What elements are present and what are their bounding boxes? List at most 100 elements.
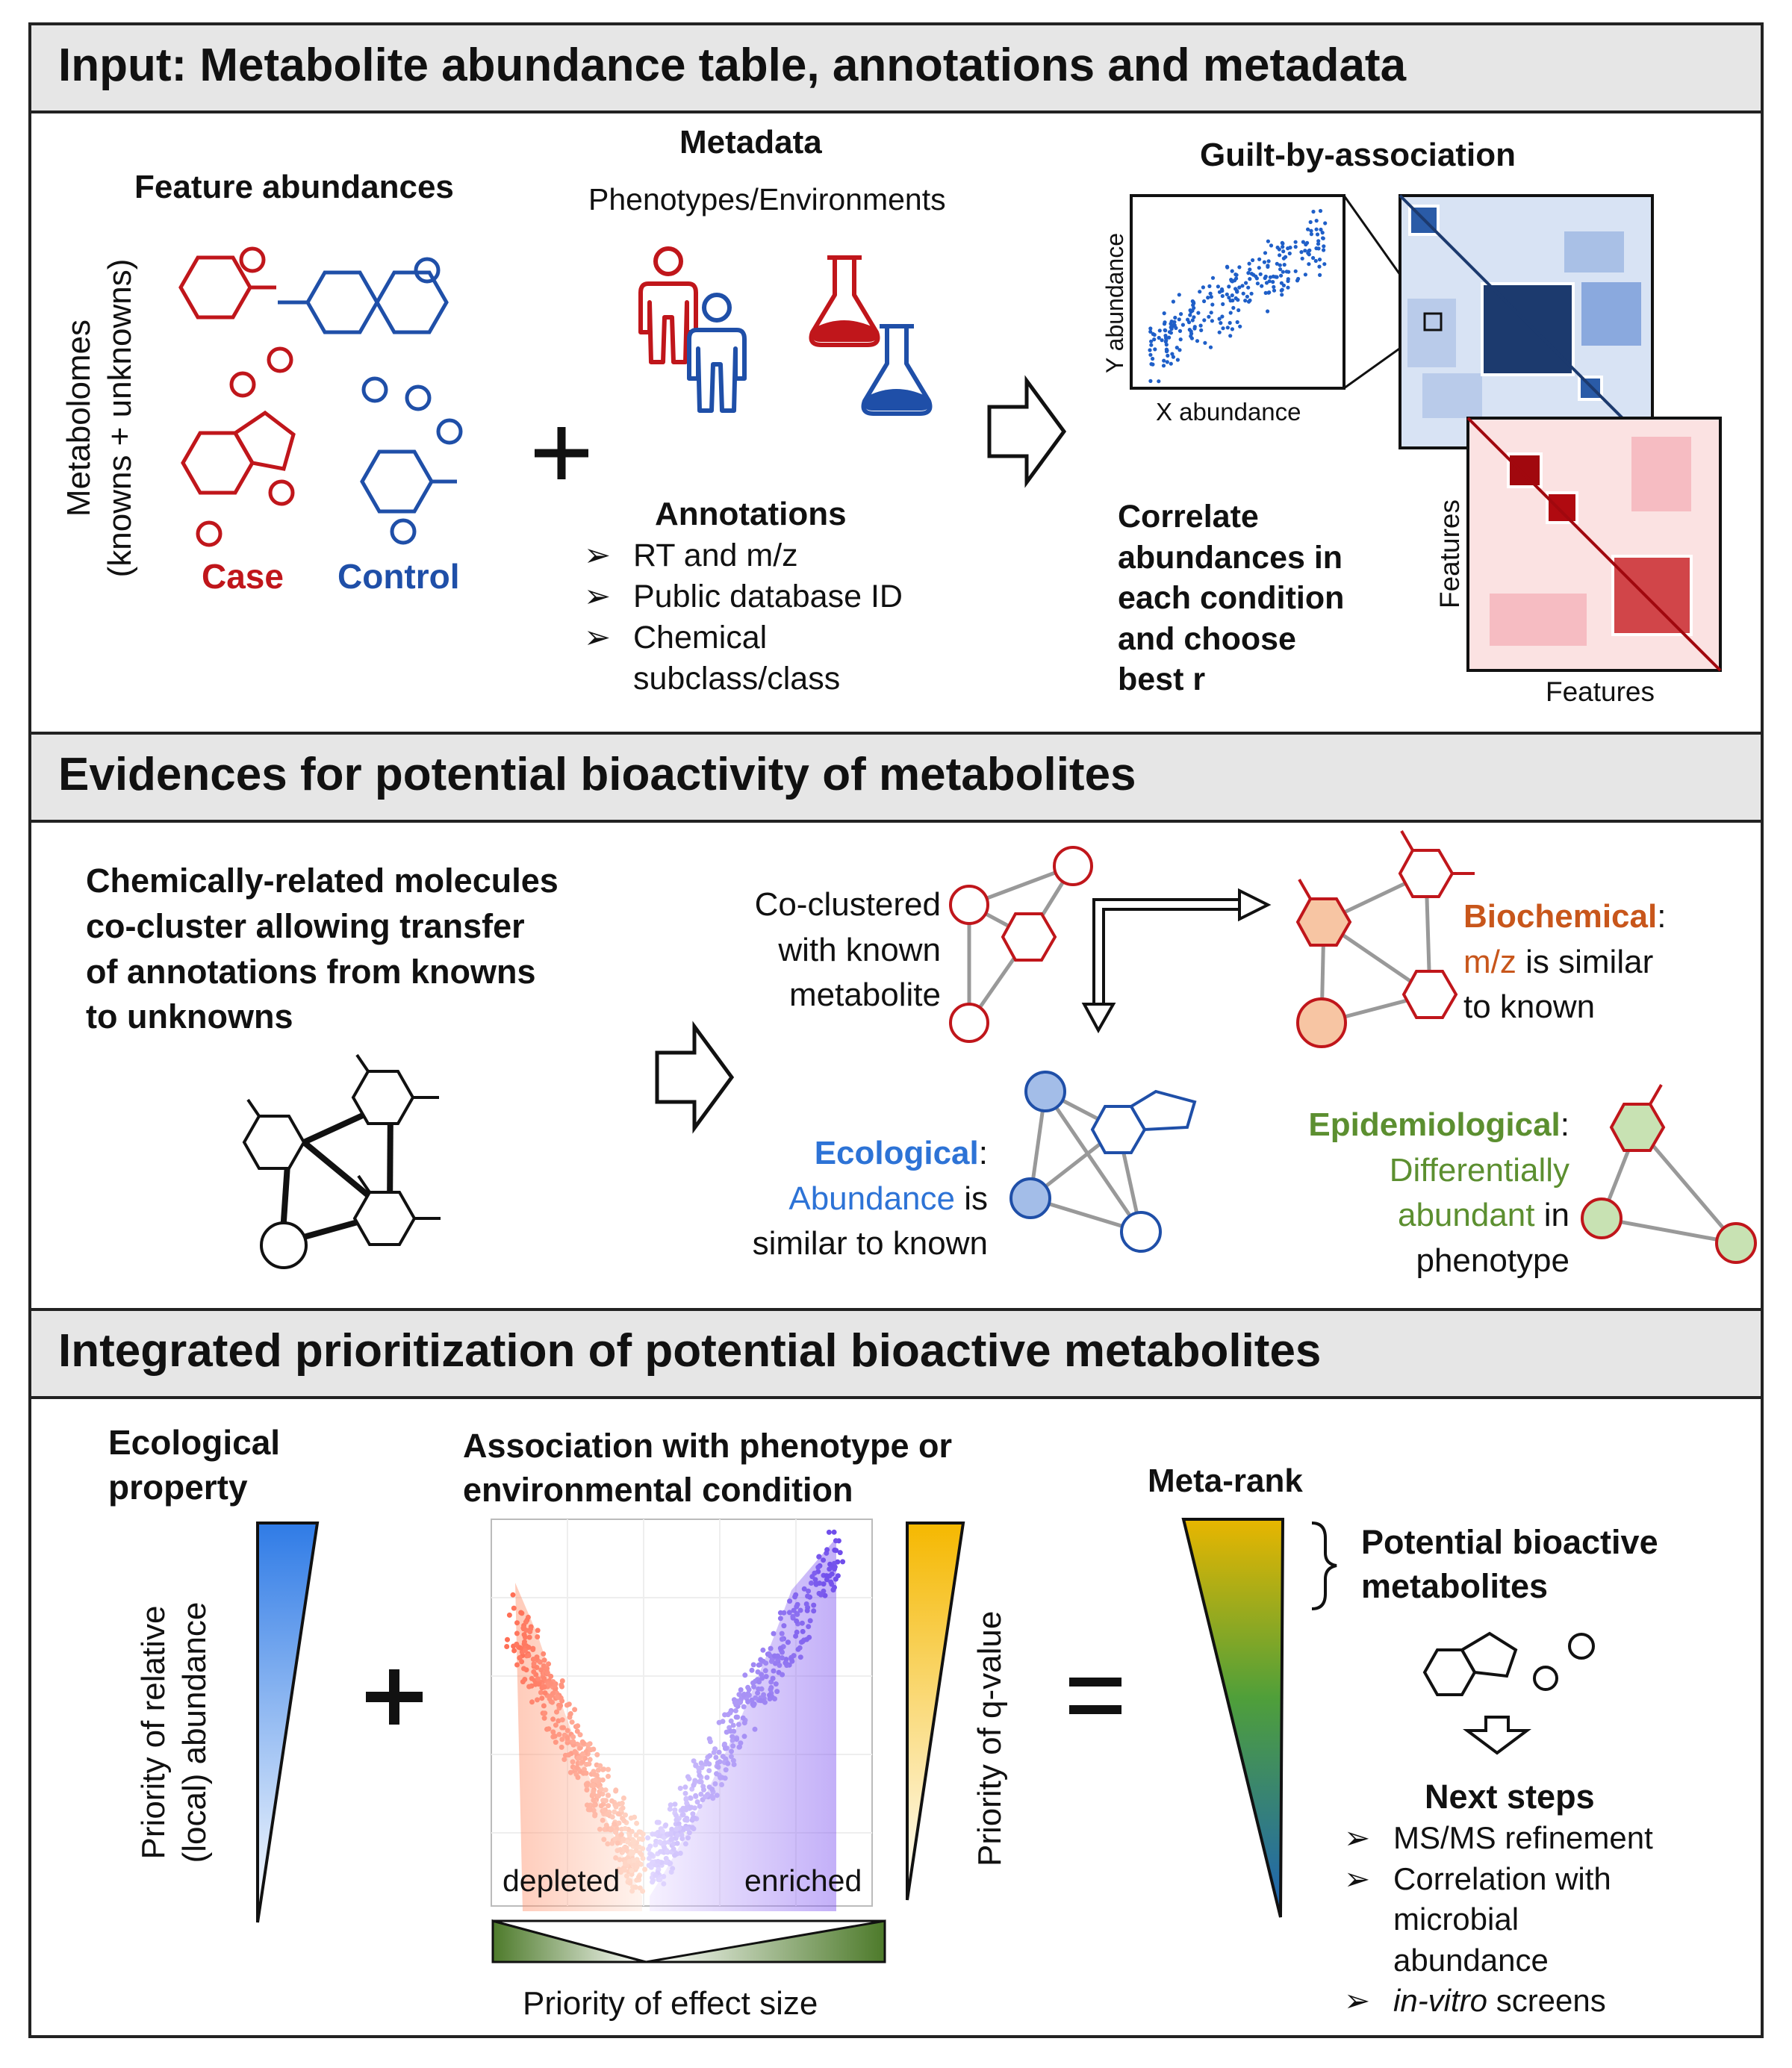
volcano-point	[683, 1796, 689, 1802]
volcano-point	[544, 1670, 550, 1676]
chem-hexagon-2	[351, 1070, 415, 1125]
volcano-point	[522, 1648, 528, 1654]
scatter-point	[1225, 264, 1230, 269]
volcano-point	[668, 1802, 673, 1808]
volcano-point	[707, 1739, 713, 1745]
biochemical-text: Biochemical: m/z is similar to known	[1463, 898, 1667, 1026]
volcano-point	[544, 1666, 550, 1672]
volcano-point	[536, 1681, 542, 1687]
person-blue-icon	[687, 293, 747, 413]
volcano-point	[613, 1855, 619, 1860]
volcano-point	[559, 1717, 565, 1723]
scatter-point	[1245, 294, 1249, 299]
volcano-point	[535, 1697, 540, 1703]
scatter-point	[1278, 267, 1283, 272]
volcano-point	[603, 1787, 609, 1793]
scatter-point	[1152, 332, 1157, 337]
volcano-point	[741, 1692, 747, 1698]
scatter-point	[1203, 340, 1207, 345]
volcano-point	[657, 1839, 662, 1845]
volcano-point	[550, 1716, 556, 1722]
volcano-point	[730, 1757, 736, 1763]
volcano-point	[831, 1529, 837, 1535]
volcano-point	[692, 1778, 698, 1784]
volcano-point	[833, 1538, 839, 1544]
scatter-point	[1177, 328, 1183, 333]
scatter-point	[1258, 272, 1263, 276]
scatter-point	[1160, 338, 1164, 343]
ecological-text: Ecological: Abundance is similar to know…	[752, 1135, 988, 1262]
scatter-point	[1318, 208, 1323, 214]
volcano-point	[800, 1639, 806, 1645]
volcano-point	[780, 1672, 785, 1678]
volcano-point	[716, 1749, 722, 1755]
control-circle-2	[361, 376, 388, 403]
volcano-point	[636, 1836, 642, 1842]
volcano-point	[605, 1841, 611, 1847]
scatter-point	[1189, 310, 1193, 314]
scatter-point	[1249, 272, 1254, 276]
volcano-point	[531, 1661, 537, 1667]
volcano-point	[640, 1888, 646, 1894]
volcano-point	[717, 1759, 723, 1765]
volcano-point	[773, 1681, 779, 1687]
volcano-point	[584, 1802, 590, 1808]
case-molecules	[178, 246, 296, 547]
features-x-label: Features	[1546, 676, 1655, 707]
volcano-point	[653, 1831, 659, 1837]
scatter-point	[1151, 356, 1155, 361]
volcano-point	[615, 1811, 621, 1816]
scatter-point	[1175, 346, 1179, 350]
panel-input-header: Input: Metabolite abundance table, annot…	[28, 22, 1764, 113]
scatter-point	[1163, 320, 1167, 325]
volcano-point	[554, 1694, 560, 1700]
scatter-point	[1238, 324, 1242, 328]
case-circle-3	[229, 371, 256, 398]
scatter-point	[1177, 317, 1181, 322]
volcano-point	[688, 1795, 693, 1801]
scatter-point	[1280, 293, 1284, 297]
volcano-point	[775, 1653, 781, 1659]
volcano-point	[523, 1619, 529, 1625]
volcano-point	[517, 1655, 523, 1661]
scatter-point	[1192, 315, 1196, 320]
scatter-point	[1192, 301, 1196, 305]
volcano-point	[718, 1775, 724, 1781]
volcano-point	[659, 1828, 665, 1834]
scatter-point	[1148, 329, 1153, 334]
volcano-point	[570, 1734, 576, 1740]
chem-related-text: Chemically-related molecules co-cluster …	[86, 862, 559, 1036]
scatter-point	[1319, 227, 1323, 232]
annotation-item-class: subclass/class	[633, 661, 841, 697]
volcano-point	[618, 1831, 624, 1837]
volcano-point	[564, 1728, 570, 1734]
volcano-point	[591, 1783, 597, 1788]
volcano-point	[731, 1728, 737, 1734]
ecological-priority-triangle	[256, 1522, 320, 1923]
volcano-point	[622, 1825, 628, 1831]
volcano-point	[526, 1645, 532, 1650]
scatter-point	[1174, 326, 1178, 330]
volcano-point	[709, 1793, 715, 1799]
volcano-point	[541, 1675, 547, 1681]
volcano-point	[745, 1684, 751, 1690]
scatter-point	[1248, 277, 1252, 281]
volcano-point	[530, 1647, 536, 1652]
volcano-point	[830, 1587, 836, 1593]
volcano-point	[730, 1722, 736, 1728]
volcano-point	[601, 1807, 607, 1813]
volcano-point	[570, 1759, 576, 1765]
volcano-point	[510, 1592, 516, 1598]
volcano-point	[734, 1737, 740, 1742]
scatter-point	[1248, 267, 1252, 272]
scatter-point	[1284, 270, 1289, 274]
matrix-zoom-square	[1423, 312, 1443, 331]
volcano-point	[526, 1634, 532, 1640]
volcano-point	[594, 1751, 600, 1757]
volcano-point	[609, 1826, 615, 1832]
volcano-point	[646, 1846, 652, 1852]
scatter-point	[1179, 312, 1183, 317]
volcano-point	[531, 1669, 537, 1675]
scatter-point	[1303, 272, 1307, 277]
volcano-point	[807, 1618, 813, 1624]
